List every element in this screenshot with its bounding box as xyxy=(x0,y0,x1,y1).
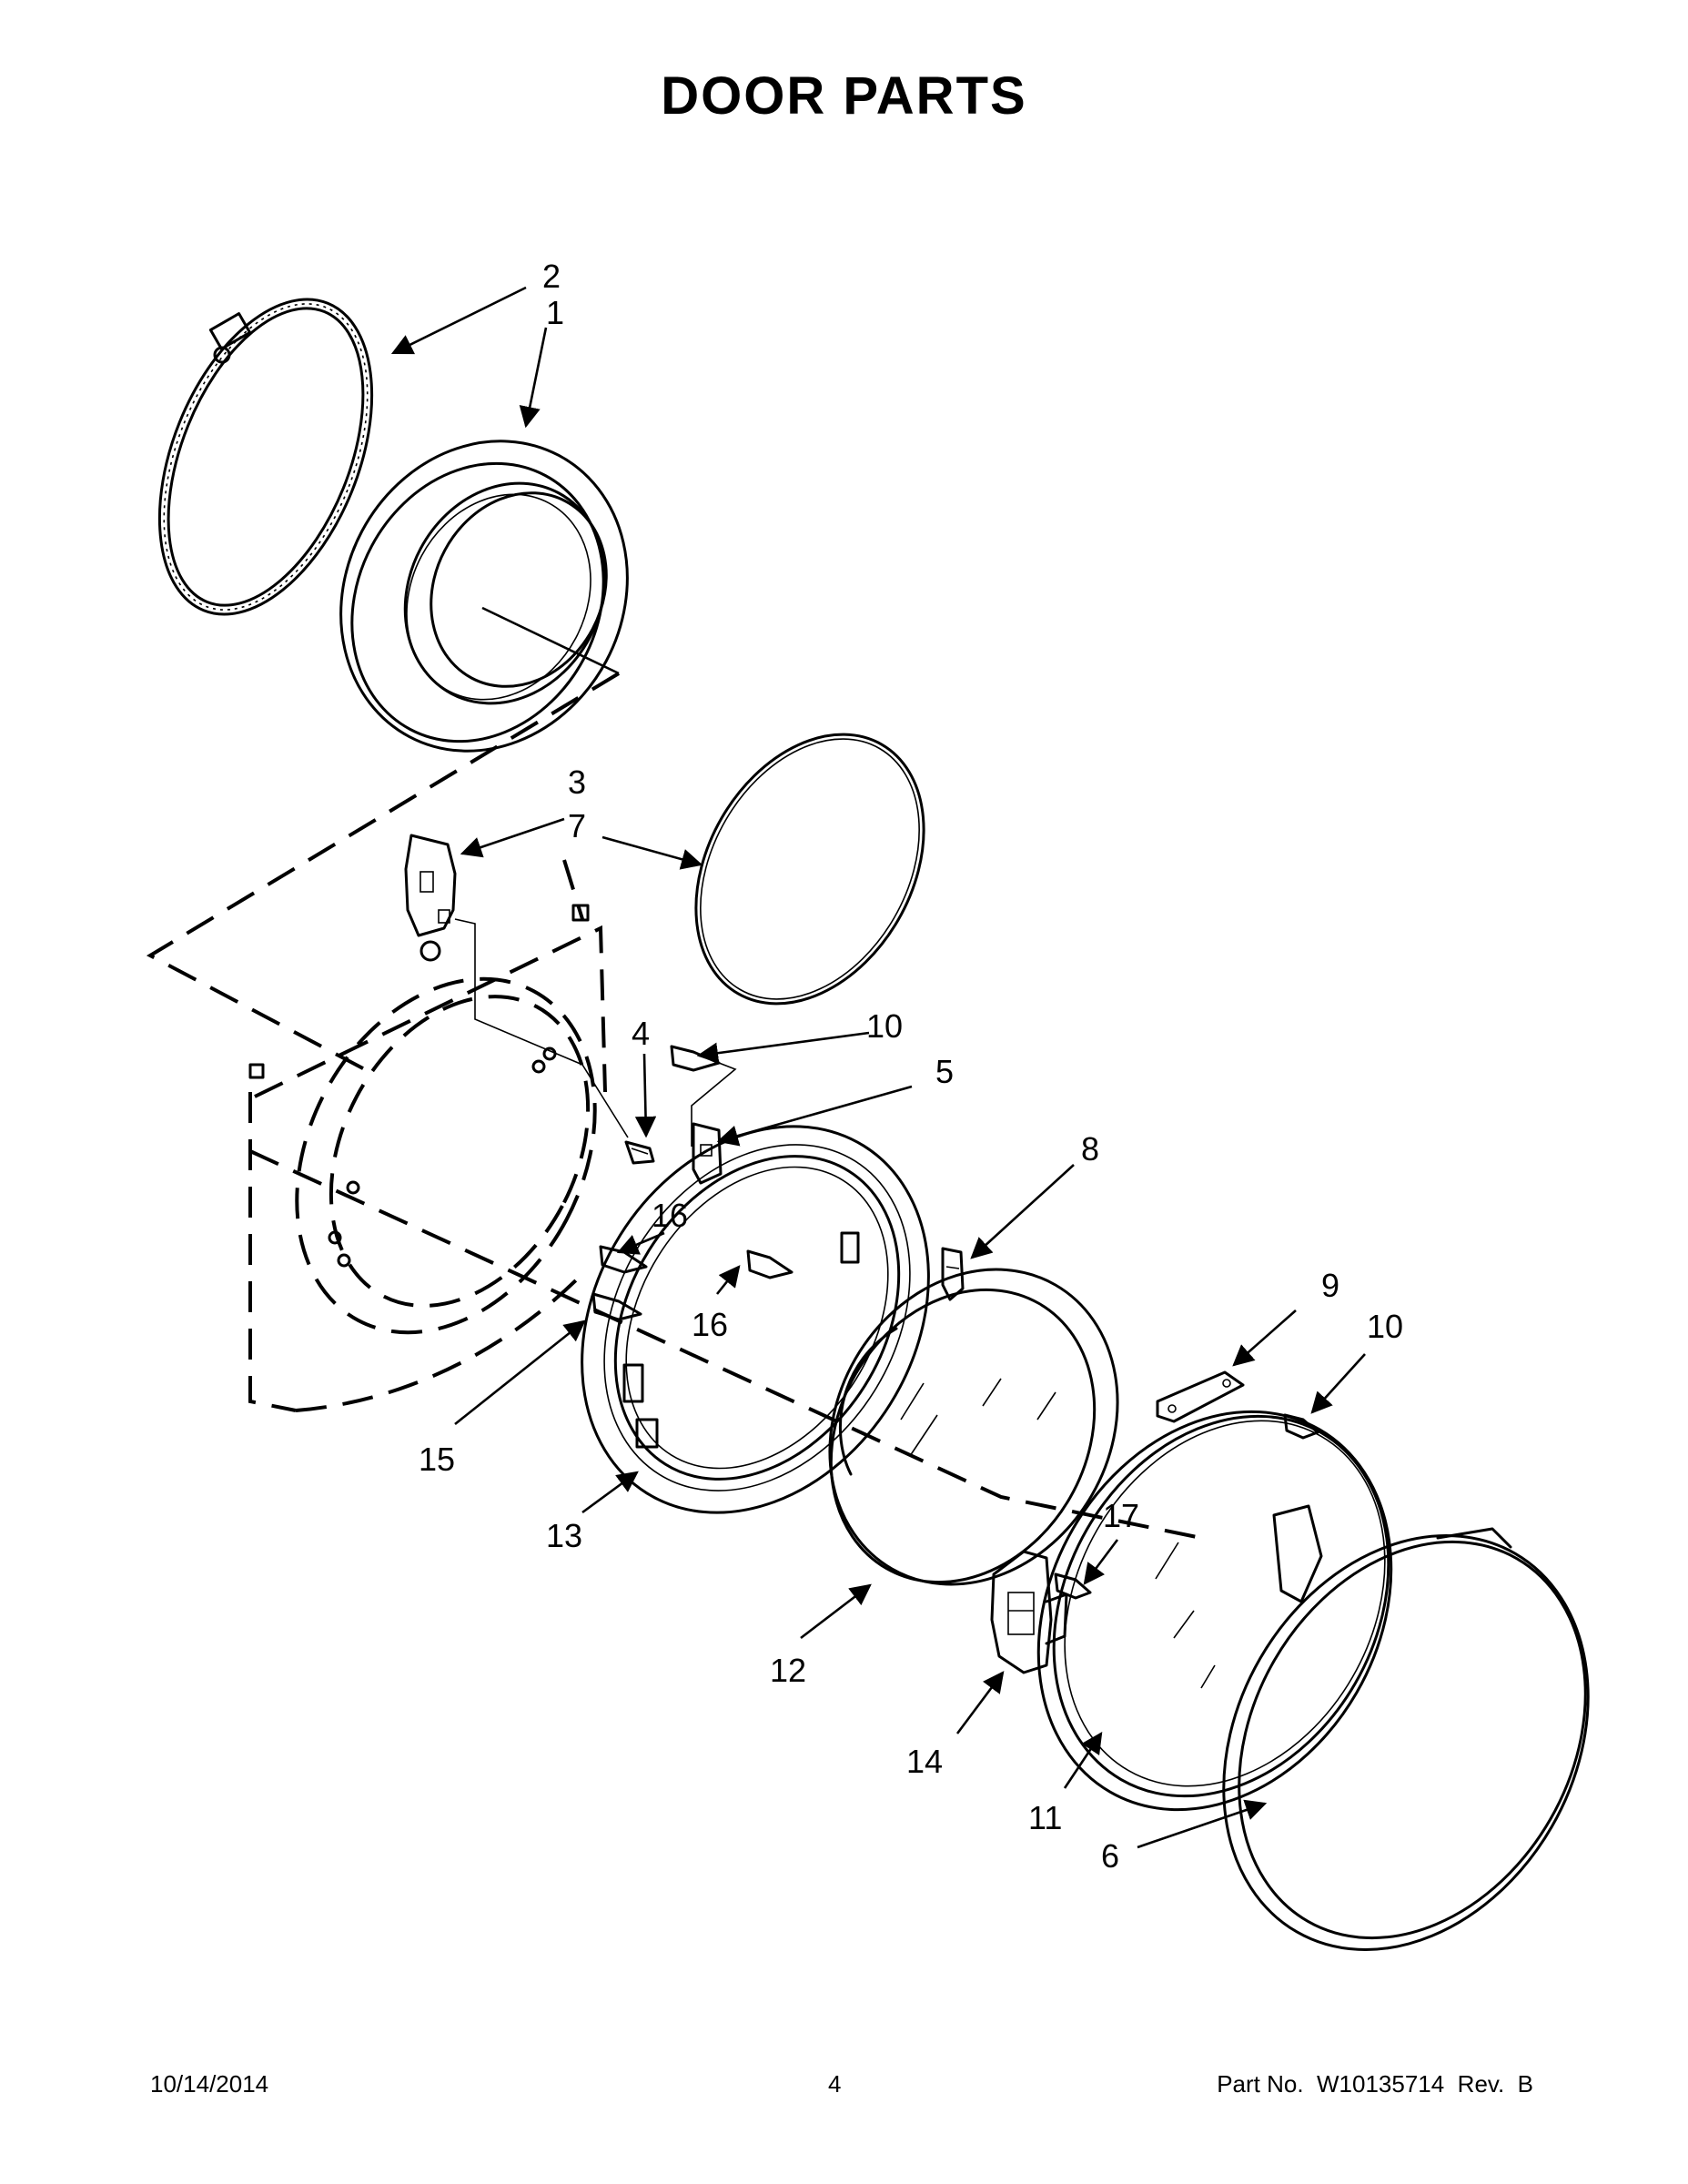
callout-13: 13 xyxy=(546,1517,582,1554)
callout-10-right: 10 xyxy=(1367,1308,1403,1345)
footer-part-number: Part No. W10135714 Rev. B xyxy=(1217,2070,1533,2098)
callout-12: 12 xyxy=(770,1652,806,1689)
callout-17: 17 xyxy=(1103,1497,1139,1534)
part-door-switch xyxy=(404,834,629,1138)
callout-16-upper: 16 xyxy=(652,1197,688,1234)
callout-2: 2 xyxy=(542,258,561,295)
callout-11: 11 xyxy=(1028,1799,1062,1836)
callout-4: 4 xyxy=(632,1015,650,1052)
screw-part-17 xyxy=(1054,1572,1092,1600)
screw-part-16-right xyxy=(746,1249,793,1279)
part-gasket-ring xyxy=(694,733,925,1006)
callout-9: 9 xyxy=(1321,1267,1339,1304)
part-strike xyxy=(692,1122,723,1185)
part-hinge xyxy=(990,1550,1068,1674)
footer-page-number: 4 xyxy=(828,2070,842,2098)
callout-labels: 2 1 3 7 4 10 5 8 16 16 9 10 15 13 17 12 … xyxy=(419,258,1403,1875)
part-clamp-ring xyxy=(157,298,374,616)
page-title: DOOR PARTS xyxy=(661,66,1027,126)
callout-6: 6 xyxy=(1101,1837,1119,1875)
part-door-bellow xyxy=(339,440,629,753)
screw-part-4 xyxy=(624,1140,655,1165)
callout-7: 7 xyxy=(568,807,586,844)
cabinet-front-panel xyxy=(248,904,607,1412)
callout-3: 3 xyxy=(568,763,586,801)
part-outer-door xyxy=(1036,1410,1393,1812)
callout-15: 15 xyxy=(419,1441,455,1478)
part-bracket xyxy=(1156,1370,1245,1423)
footer-date: 10/14/2014 xyxy=(150,2070,269,2098)
callout-1: 1 xyxy=(546,294,564,331)
callout-14: 14 xyxy=(906,1743,943,1780)
callout-16-lower: 16 xyxy=(692,1306,728,1343)
callout-8: 8 xyxy=(1081,1130,1099,1168)
leader-arrows xyxy=(390,286,1366,1849)
part-door-cover xyxy=(1222,1527,1590,1951)
part-glass-bowl xyxy=(828,1268,1119,1586)
assembly-lines xyxy=(146,672,1202,1540)
callout-5: 5 xyxy=(935,1053,954,1090)
screw-part-10-left xyxy=(670,1045,737,1147)
callout-10-upper: 10 xyxy=(866,1007,903,1045)
screw-part-15 xyxy=(591,1292,642,1321)
